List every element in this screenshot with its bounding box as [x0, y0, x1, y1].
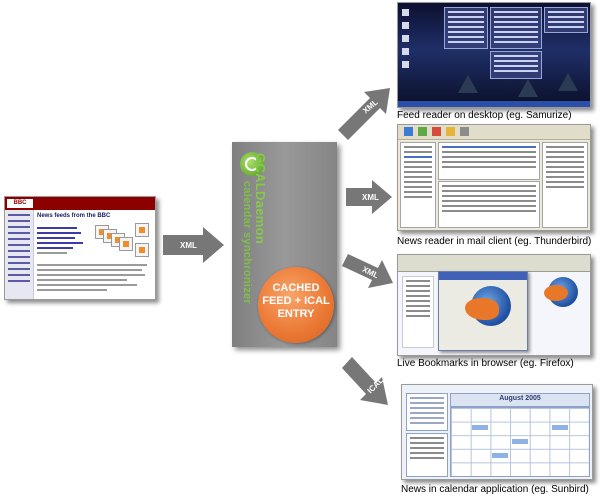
bbc-body-text: [37, 261, 149, 294]
firefox-fox-icon: [465, 298, 499, 320]
arrow-desktop: [338, 88, 390, 140]
cache-line-2: FEED + ICAL: [262, 295, 330, 307]
browser-toolbar: [398, 255, 590, 272]
bookmarks-menu: [402, 276, 434, 348]
widget-panel-1: [444, 7, 488, 49]
widget-panel-2: [490, 7, 542, 49]
mail-message-list: [438, 142, 540, 180]
bbc-link-list: [37, 224, 89, 257]
calendar-event: [552, 425, 568, 430]
arrow-calendar: [342, 357, 388, 405]
calendar-list: [406, 433, 448, 477]
desktop-screenshot: [397, 2, 591, 108]
caption-mail: News reader in mail client (eg. Thunderb…: [397, 236, 592, 247]
mail-preview-pane: [438, 181, 540, 228]
calendar-event: [512, 439, 528, 444]
taskbar: [398, 101, 590, 107]
firefox-dialog: [438, 271, 528, 351]
calendar-screenshot: August 2005: [401, 384, 593, 480]
caption-browser: Live Bookmarks in browser (eg. Firefox): [397, 358, 574, 369]
arrow-browser: [342, 254, 393, 288]
arrow-mail-label: XML: [362, 193, 379, 202]
browser-screenshot: [397, 254, 591, 356]
arrow-input: [163, 227, 224, 263]
calendar-month-header: August 2005: [450, 393, 590, 407]
calendar-event: [472, 425, 488, 430]
mini-calendar: [406, 393, 448, 431]
sync-icon: [240, 152, 264, 176]
arrow-input-label: XML: [180, 241, 197, 250]
bbc-sidebar: [5, 210, 34, 299]
cache-circle: CACHED FEED + ICAL ENTRY: [258, 267, 334, 343]
mail-toolbar: [398, 125, 590, 140]
firefox-logo-fox-icon: [544, 285, 568, 301]
calendar-month-title: August 2005: [499, 395, 541, 402]
mail-client-screenshot: [397, 124, 591, 231]
bbc-page-heading: News feeds from the BBC: [37, 213, 111, 219]
widget-panel-3: [544, 7, 588, 33]
widget-panel-4: [490, 51, 542, 79]
bbc-news-screenshot: BBC NEWS News feeds from the BBC: [4, 196, 156, 300]
mail-side-pane: [542, 142, 588, 228]
cache-line-1: CACHED: [272, 282, 320, 294]
arrow-mail: [346, 180, 392, 214]
rss-icons-cluster: [93, 221, 151, 261]
caption-desktop: Feed reader on desktop (eg. Samurize): [397, 110, 572, 121]
desktop-icons: [402, 9, 410, 74]
daemon-subtitle: calendar synchronizer: [241, 181, 253, 305]
cache-line-3: ENTRY: [277, 308, 315, 320]
daemon-name: GCALDaemon: [253, 153, 268, 245]
calendar-event: [492, 453, 508, 458]
cache-text: CACHED FEED + ICAL ENTRY: [258, 282, 334, 321]
caption-calendar: News in calendar application (eg. Sunbir…: [401, 484, 589, 495]
mail-folder-pane: [400, 142, 436, 228]
